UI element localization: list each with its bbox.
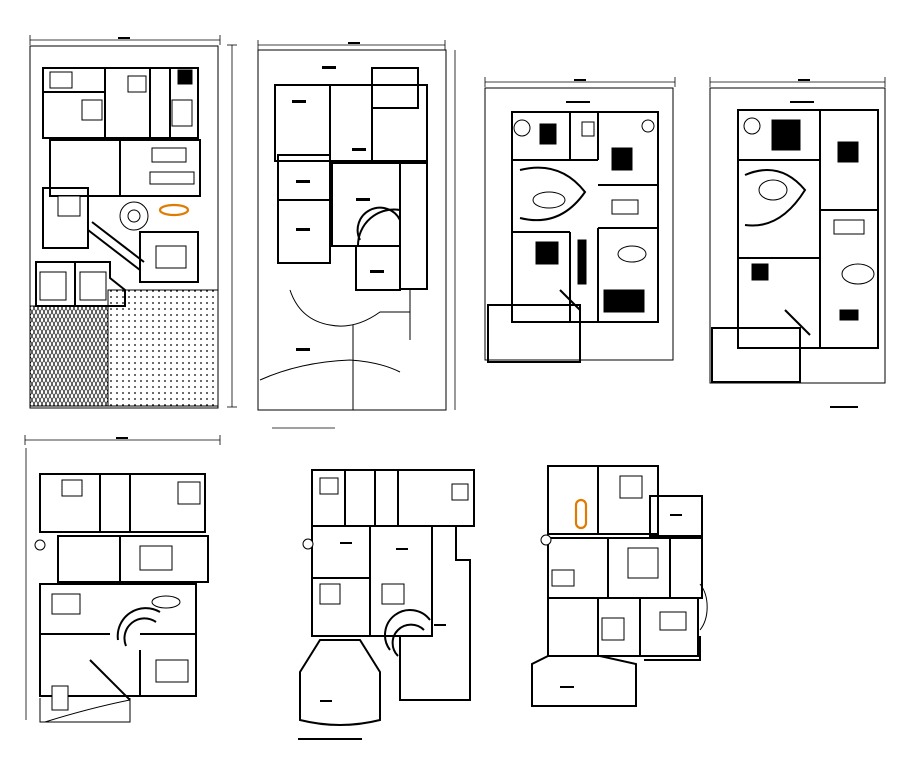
plan-3-dimension-lines xyxy=(484,77,676,103)
plan-3-floor-plan xyxy=(484,77,676,363)
plan-4-furniture xyxy=(743,117,875,321)
plan-7-floor-plan xyxy=(531,465,708,707)
plan-6-title-bar xyxy=(298,738,362,740)
plan-1-highlighted-table xyxy=(158,203,190,217)
plan-1-plot-boundary xyxy=(29,45,219,409)
plan-6-walls xyxy=(299,469,475,726)
plan-7-furniture xyxy=(540,475,687,688)
plan-1-site-plan xyxy=(29,35,237,409)
plan-2-room-tags xyxy=(292,66,384,351)
plan-5-furniture xyxy=(34,479,201,711)
plan-5-floor-plan xyxy=(24,435,221,723)
plan-3-walls xyxy=(487,111,659,363)
plan-3-furniture xyxy=(513,119,655,313)
plan-1-dotted-lawn xyxy=(107,289,219,407)
plan-1-herringbone-paving xyxy=(29,305,109,407)
plan-5-dimension-lines xyxy=(24,435,221,720)
plan-1-dimension-lines xyxy=(29,35,237,408)
plan-1-furniture xyxy=(39,69,195,301)
plan-5-walls xyxy=(39,473,209,723)
plan-4-walls xyxy=(711,109,879,383)
plan-4-floor-plan xyxy=(709,77,886,408)
plan-2-plot-boundary xyxy=(257,49,447,411)
plan-7-highlighted-table xyxy=(574,498,588,530)
plan-2-walls xyxy=(259,67,428,410)
plan-6-furniture xyxy=(302,477,469,702)
plan-2-dimension-lines xyxy=(257,40,456,429)
plan-2-floor-plan xyxy=(257,40,456,429)
plan-7-walls xyxy=(531,465,708,707)
plan-6-floor-plan xyxy=(298,469,475,740)
plan-4-dimension-lines xyxy=(709,77,886,408)
